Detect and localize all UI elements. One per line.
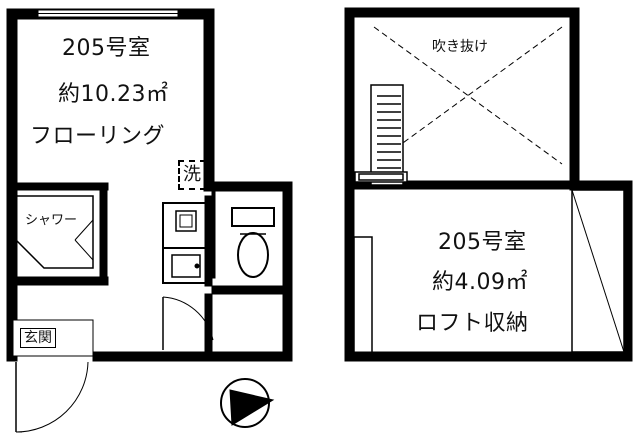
main-unit-walls bbox=[6, 8, 293, 362]
toilet-room bbox=[162, 187, 287, 353]
loft-room-area: 約4.09㎡ bbox=[432, 270, 528, 295]
loft-room-type: ロフト収納 bbox=[416, 311, 529, 336]
loft-room-number: 205号室 bbox=[438, 230, 527, 255]
open-ceiling-label: 吹き抜け bbox=[430, 39, 490, 55]
entrance-label: 玄関 bbox=[20, 328, 56, 348]
kitchen bbox=[162, 202, 209, 284]
main-room-area: 約10.23㎡ bbox=[58, 82, 169, 107]
ladder-icon bbox=[354, 84, 408, 186]
washer-label: 洗 bbox=[178, 160, 206, 190]
compass-icon bbox=[220, 378, 275, 428]
shower-room bbox=[12, 182, 109, 286]
loft-unit-walls bbox=[344, 7, 633, 362]
open-ceiling-cross bbox=[373, 26, 563, 165]
main-room-type: フローリング bbox=[30, 124, 166, 149]
main-room-number: 205号室 bbox=[62, 36, 151, 61]
shower-label: シャワー bbox=[25, 213, 78, 228]
